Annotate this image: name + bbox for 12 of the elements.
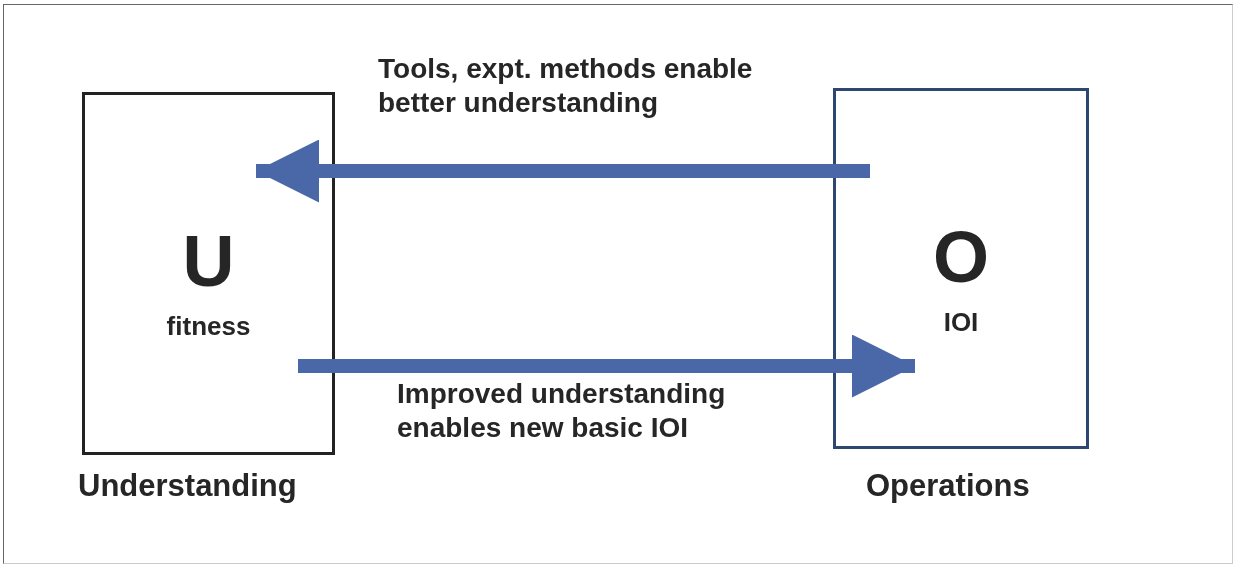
arrow — [298, 334, 915, 398]
edge-label: Improved understanding enables new basic IOI — [397, 377, 727, 445]
box-caption: Operations — [866, 468, 1030, 504]
box-letter: U — [182, 225, 235, 297]
process-box — [833, 88, 1089, 449]
box-letter: O — [933, 221, 989, 293]
edge-label: Tools, expt. methods enable better understanding — [378, 52, 754, 120]
arrow — [256, 139, 870, 203]
process-box — [82, 92, 335, 455]
box-subtitle: fitness — [166, 311, 251, 341]
box-subtitle: IOI — [943, 307, 979, 337]
box-caption: Understanding — [78, 468, 297, 504]
